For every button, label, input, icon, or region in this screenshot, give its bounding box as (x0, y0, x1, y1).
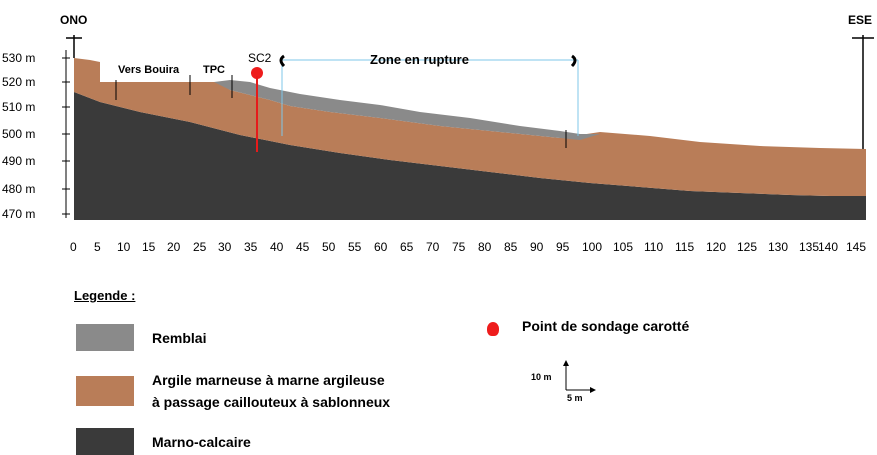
distance-tick: 75 (452, 240, 466, 254)
distance-tick: 110 (644, 240, 663, 254)
elevation-tick-500: 500 m (2, 127, 35, 141)
legend-label-argile-2: à passage caillouteux à sablonneux (152, 394, 391, 410)
distance-tick: 115 (675, 240, 694, 254)
elevation-tick-470: 470 m (2, 207, 35, 221)
legend-point-marker (487, 322, 499, 336)
distance-tick: 50 (322, 240, 336, 254)
distance-tick: 80 (478, 240, 492, 254)
sc2-point (251, 67, 263, 79)
legend-swatch-marno-calcaire (76, 428, 134, 455)
distance-tick: 135 (799, 240, 819, 254)
elevation-tick-480: 480 m (2, 182, 35, 196)
distance-tick: 105 (613, 240, 633, 254)
distance-tick: 15 (142, 240, 156, 254)
distance-tick: 10 (117, 240, 131, 254)
legend-label-argile-1: Argile marneuse à marne argileuse (152, 372, 385, 388)
legend-point-label: Point de sondage carotté (522, 318, 690, 334)
distance-tick: 5 (94, 240, 101, 254)
distance-ticks: 0 5 10 15 20 25 30 35 40 45 50 55 60 65 … (70, 240, 866, 254)
layer-marno-calcaire (74, 92, 866, 220)
legend-label-marno-calcaire: Marno-calcaire (152, 434, 251, 450)
distance-tick: 40 (270, 240, 284, 254)
distance-tick: 60 (374, 240, 388, 254)
label-vers-bouira: Vers Bouira (118, 64, 180, 76)
label-tpc: TPC (203, 64, 225, 76)
distance-tick: 100 (582, 240, 602, 254)
elevation-tick-490: 490 m (2, 154, 35, 168)
layer-remblai (214, 80, 600, 140)
elevation-tick-510: 510 m (2, 100, 35, 114)
orientation-right: ESE (848, 13, 872, 27)
distance-tick: 45 (296, 240, 310, 254)
scale-bar (563, 360, 596, 393)
distance-tick: 65 (400, 240, 414, 254)
distance-tick: 95 (556, 240, 570, 254)
distance-tick: 0 (70, 240, 77, 254)
rupture-right-arrow (570, 54, 577, 68)
distance-tick: 70 (426, 240, 440, 254)
distance-tick: 35 (244, 240, 258, 254)
scale-vertical-label: 10 m (531, 372, 552, 382)
elevation-tick-520: 520 m (2, 75, 35, 89)
distance-tick: 30 (218, 240, 232, 254)
distance-tick: 90 (530, 240, 544, 254)
scale-horizontal-label: 5 m (567, 393, 583, 403)
elevation-tick-530: 530 m (2, 51, 35, 65)
rupture-left-arrow (279, 54, 286, 68)
legend-title: Legende : (74, 288, 136, 303)
label-zone-rupture: Zone en rupture (370, 52, 469, 67)
distance-tick: 25 (193, 240, 207, 254)
distance-tick: 125 (737, 240, 757, 254)
legend-swatch-argile (76, 376, 134, 406)
distance-tick: 85 (504, 240, 518, 254)
layer-argile (74, 58, 866, 196)
elevation-ticks: 530 m 520 m 510 m 500 m 490 m 480 m 470 … (2, 51, 35, 221)
legend-swatch-remblai (76, 324, 134, 351)
distance-tick: 20 (167, 240, 181, 254)
legend-label-remblai: Remblai (152, 330, 207, 346)
distance-tick: 140 (818, 240, 838, 254)
distance-tick: 145 (846, 240, 866, 254)
label-sc2: SC2 (248, 51, 272, 65)
distance-tick: 55 (348, 240, 362, 254)
orientation-left: ONO (60, 13, 87, 27)
distance-tick: 130 (768, 240, 788, 254)
distance-tick: 120 (706, 240, 726, 254)
